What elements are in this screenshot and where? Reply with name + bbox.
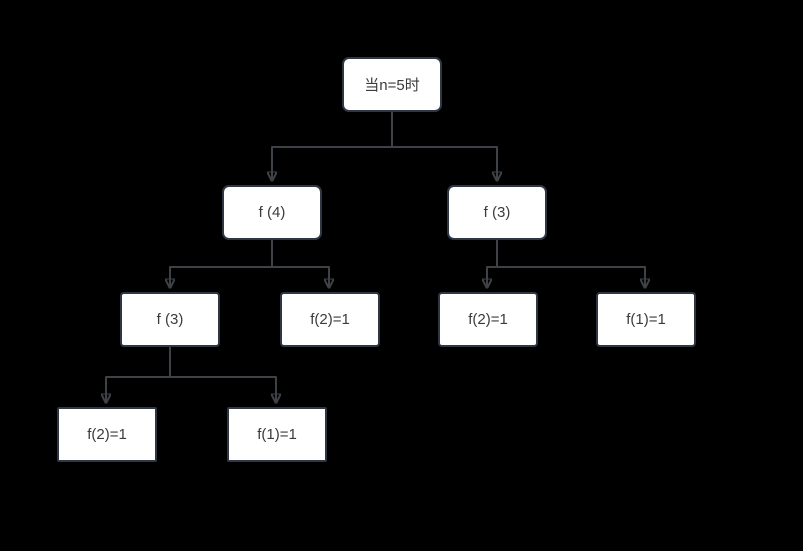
node-f2-bottom-left[interactable]: f(2)=1 — [57, 407, 157, 462]
edge-root-to-f4 — [272, 112, 393, 180]
node-f3-left[interactable]: f (3) — [120, 292, 220, 347]
node-f1-bottom-right[interactable]: f(1)=1 — [227, 407, 327, 462]
edge-f3-right-to-f2-mid-right — [487, 240, 498, 287]
node-f1-mid-right[interactable]: f(1)=1 — [596, 292, 696, 347]
edge-f3-left-to-f1-bottom — [169, 347, 276, 402]
edge-f3-right-to-f1-mid-right — [496, 240, 645, 287]
edge-f4-to-f2-mid-left — [271, 240, 329, 287]
node-f2-mid-left[interactable]: f(2)=1 — [280, 292, 380, 347]
edge-f4-to-f3-left — [170, 240, 273, 287]
node-f3-right[interactable]: f (3) — [447, 185, 547, 240]
edge-root-to-f3-right — [391, 112, 497, 180]
node-f2-mid-right[interactable]: f(2)=1 — [438, 292, 538, 347]
node-root-n5[interactable]: 当n=5时 — [342, 57, 442, 112]
node-f4[interactable]: f (4) — [222, 185, 322, 240]
edge-f3-left-to-f2-bottom — [106, 347, 171, 402]
